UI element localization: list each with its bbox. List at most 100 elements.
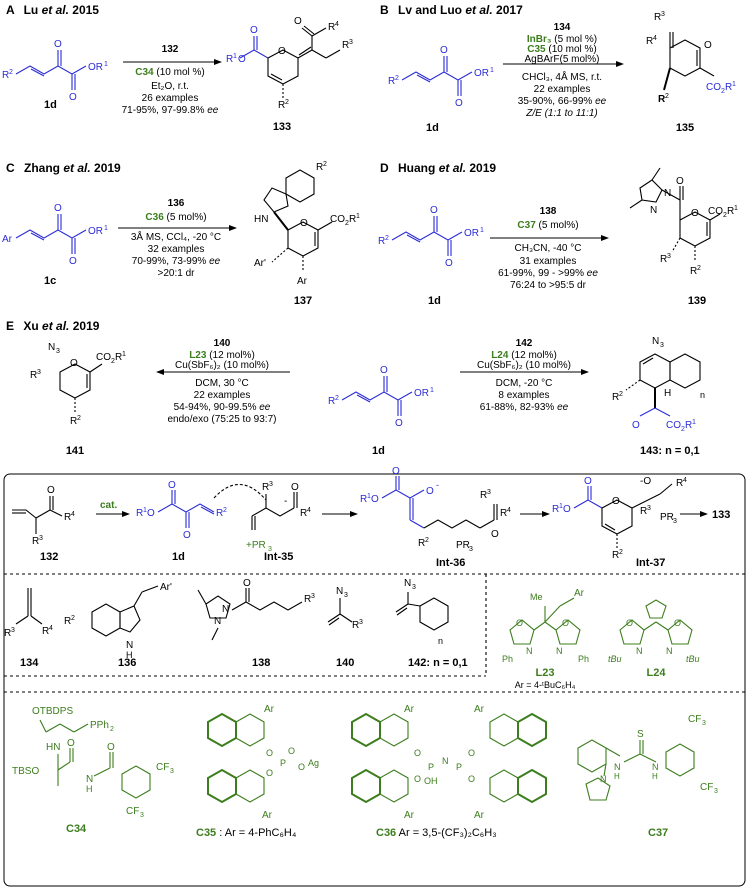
svg-text:C35 (10 mol %): C35 (10 mol %) — [527, 44, 596, 55]
svg-text:Ar: Ar — [262, 810, 273, 821]
svg-text:PPh: PPh — [90, 720, 109, 731]
svg-text:3: 3 — [412, 584, 416, 591]
svg-text:141: 141 — [66, 445, 84, 457]
svg-text:Ar': Ar' — [254, 258, 266, 269]
svg-text:3: 3 — [39, 535, 43, 542]
svg-text:3: 3 — [37, 369, 41, 376]
svg-text:2: 2 — [425, 537, 429, 544]
catalyst-c37-d: C37 — [517, 220, 536, 231]
svg-text:2: 2 — [77, 415, 81, 422]
svg-text:R: R — [352, 620, 359, 631]
svg-text:1: 1 — [732, 81, 736, 88]
svg-text:3: 3 — [661, 11, 665, 18]
svg-text:4: 4 — [335, 21, 339, 28]
svg-text:N: N — [126, 640, 133, 651]
svg-text:CF: CF — [156, 762, 169, 773]
svg-text:3: 3 — [349, 39, 353, 46]
svg-text:1: 1 — [104, 61, 108, 68]
svg-text:1: 1 — [734, 205, 738, 212]
svg-text:140: 140 — [336, 657, 354, 669]
catalyst-c36-c: C36 — [145, 212, 164, 223]
svg-text:O: O — [426, 486, 434, 497]
svg-text:1: 1 — [490, 67, 494, 74]
svg-text:2: 2 — [697, 265, 701, 272]
svg-text:133: 133 — [712, 509, 730, 521]
svg-text:R: R — [262, 482, 269, 493]
svg-text:N: N — [214, 616, 221, 627]
svg-text:H: H — [614, 772, 620, 781]
svg-text:O: O — [674, 618, 681, 628]
svg-text:1: 1 — [143, 507, 147, 514]
svg-text:142: 142 — [516, 338, 533, 349]
svg-text:InBr₃ (5 mol %): InBr₃ (5 mol %) — [527, 34, 597, 45]
svg-text:CO: CO — [330, 214, 345, 225]
svg-text:C36 (5 mol%): C36 (5 mol%) — [145, 212, 206, 223]
svg-text:O: O — [395, 418, 403, 429]
svg-text:O: O — [69, 256, 77, 267]
svg-text:26 examples: 26 examples — [142, 93, 199, 104]
svg-text:N: N — [666, 646, 673, 656]
svg-text:O: O — [291, 482, 299, 493]
svg-text:N: N — [650, 205, 657, 216]
svg-text:3: 3 — [660, 342, 664, 349]
svg-text:Cu(SbF₆)₂ (10 mol%): Cu(SbF₆)₂ (10 mol%) — [477, 360, 571, 371]
svg-text:O: O — [430, 205, 438, 216]
svg-text:P: P — [428, 762, 434, 772]
svg-text:O: O — [468, 774, 475, 784]
svg-text:L24: L24 — [647, 667, 667, 679]
svg-text:H: H — [652, 772, 658, 781]
svg-text:OR: OR — [414, 388, 429, 399]
svg-text:8 examples: 8 examples — [498, 390, 549, 401]
svg-text:R: R — [727, 206, 734, 217]
svg-text:H: H — [126, 650, 133, 660]
svg-text:CHCl₃, 4Å MS, r.t.: CHCl₃, 4Å MS, r.t. — [522, 70, 602, 83]
svg-text:1: 1 — [480, 227, 484, 234]
svg-text:HN: HN — [46, 742, 60, 753]
svg-text:CF: CF — [700, 782, 713, 793]
catalyst-a: C34 — [135, 67, 154, 78]
svg-text:L23 (12 mol%): L23 (12 mol%) — [189, 350, 255, 361]
svg-text:R: R — [32, 536, 39, 547]
svg-text:132: 132 — [40, 551, 58, 563]
svg-text:-: - — [284, 496, 287, 507]
svg-text:R: R — [654, 12, 661, 23]
svg-text:136: 136 — [118, 657, 136, 669]
svg-text:O: O — [584, 476, 592, 487]
svg-text:E Xu et al. 2019: E Xu et al. 2019 — [6, 319, 100, 333]
svg-text:2: 2 — [285, 99, 289, 106]
svg-text:Ar: Ar — [474, 704, 485, 715]
svg-text:Ar: Ar — [404, 704, 415, 715]
svg-text:4: 4 — [49, 625, 53, 632]
svg-text:H: H — [86, 784, 93, 794]
svg-text:140: 140 — [214, 338, 231, 349]
svg-text:3: 3 — [647, 505, 651, 512]
svg-text:C37 (5 mol%): C37 (5 mol%) — [517, 220, 578, 231]
svg-text:OR: OR — [474, 68, 489, 79]
svg-text:DCM, 30 °C: DCM, 30 °C — [195, 378, 248, 389]
svg-text:3: 3 — [269, 481, 273, 488]
svg-text:O: O — [563, 504, 571, 515]
svg-text:3: 3 — [469, 546, 473, 553]
svg-text:R: R — [500, 508, 507, 519]
svg-text:2: 2 — [619, 391, 623, 398]
svg-text:N: N — [222, 604, 229, 615]
svg-text:L24 (12 mol%): L24 (12 mol%) — [491, 350, 557, 361]
svg-text:N: N — [652, 336, 659, 347]
svg-text:Ar: Ar — [474, 810, 485, 821]
svg-text:O: O — [70, 358, 78, 369]
svg-text:2: 2 — [395, 75, 399, 82]
panel-a-year: 2015 — [69, 3, 99, 17]
svg-text:R: R — [328, 396, 335, 407]
svg-text:R: R — [304, 594, 311, 605]
svg-text:R: R — [278, 100, 285, 111]
svg-text:134: 134 — [554, 22, 571, 33]
catalyst-label-c34: C34 — [66, 823, 87, 835]
svg-text:O: O — [516, 618, 523, 628]
svg-text:142: n = 0,1: 142: n = 0,1 — [408, 657, 468, 669]
